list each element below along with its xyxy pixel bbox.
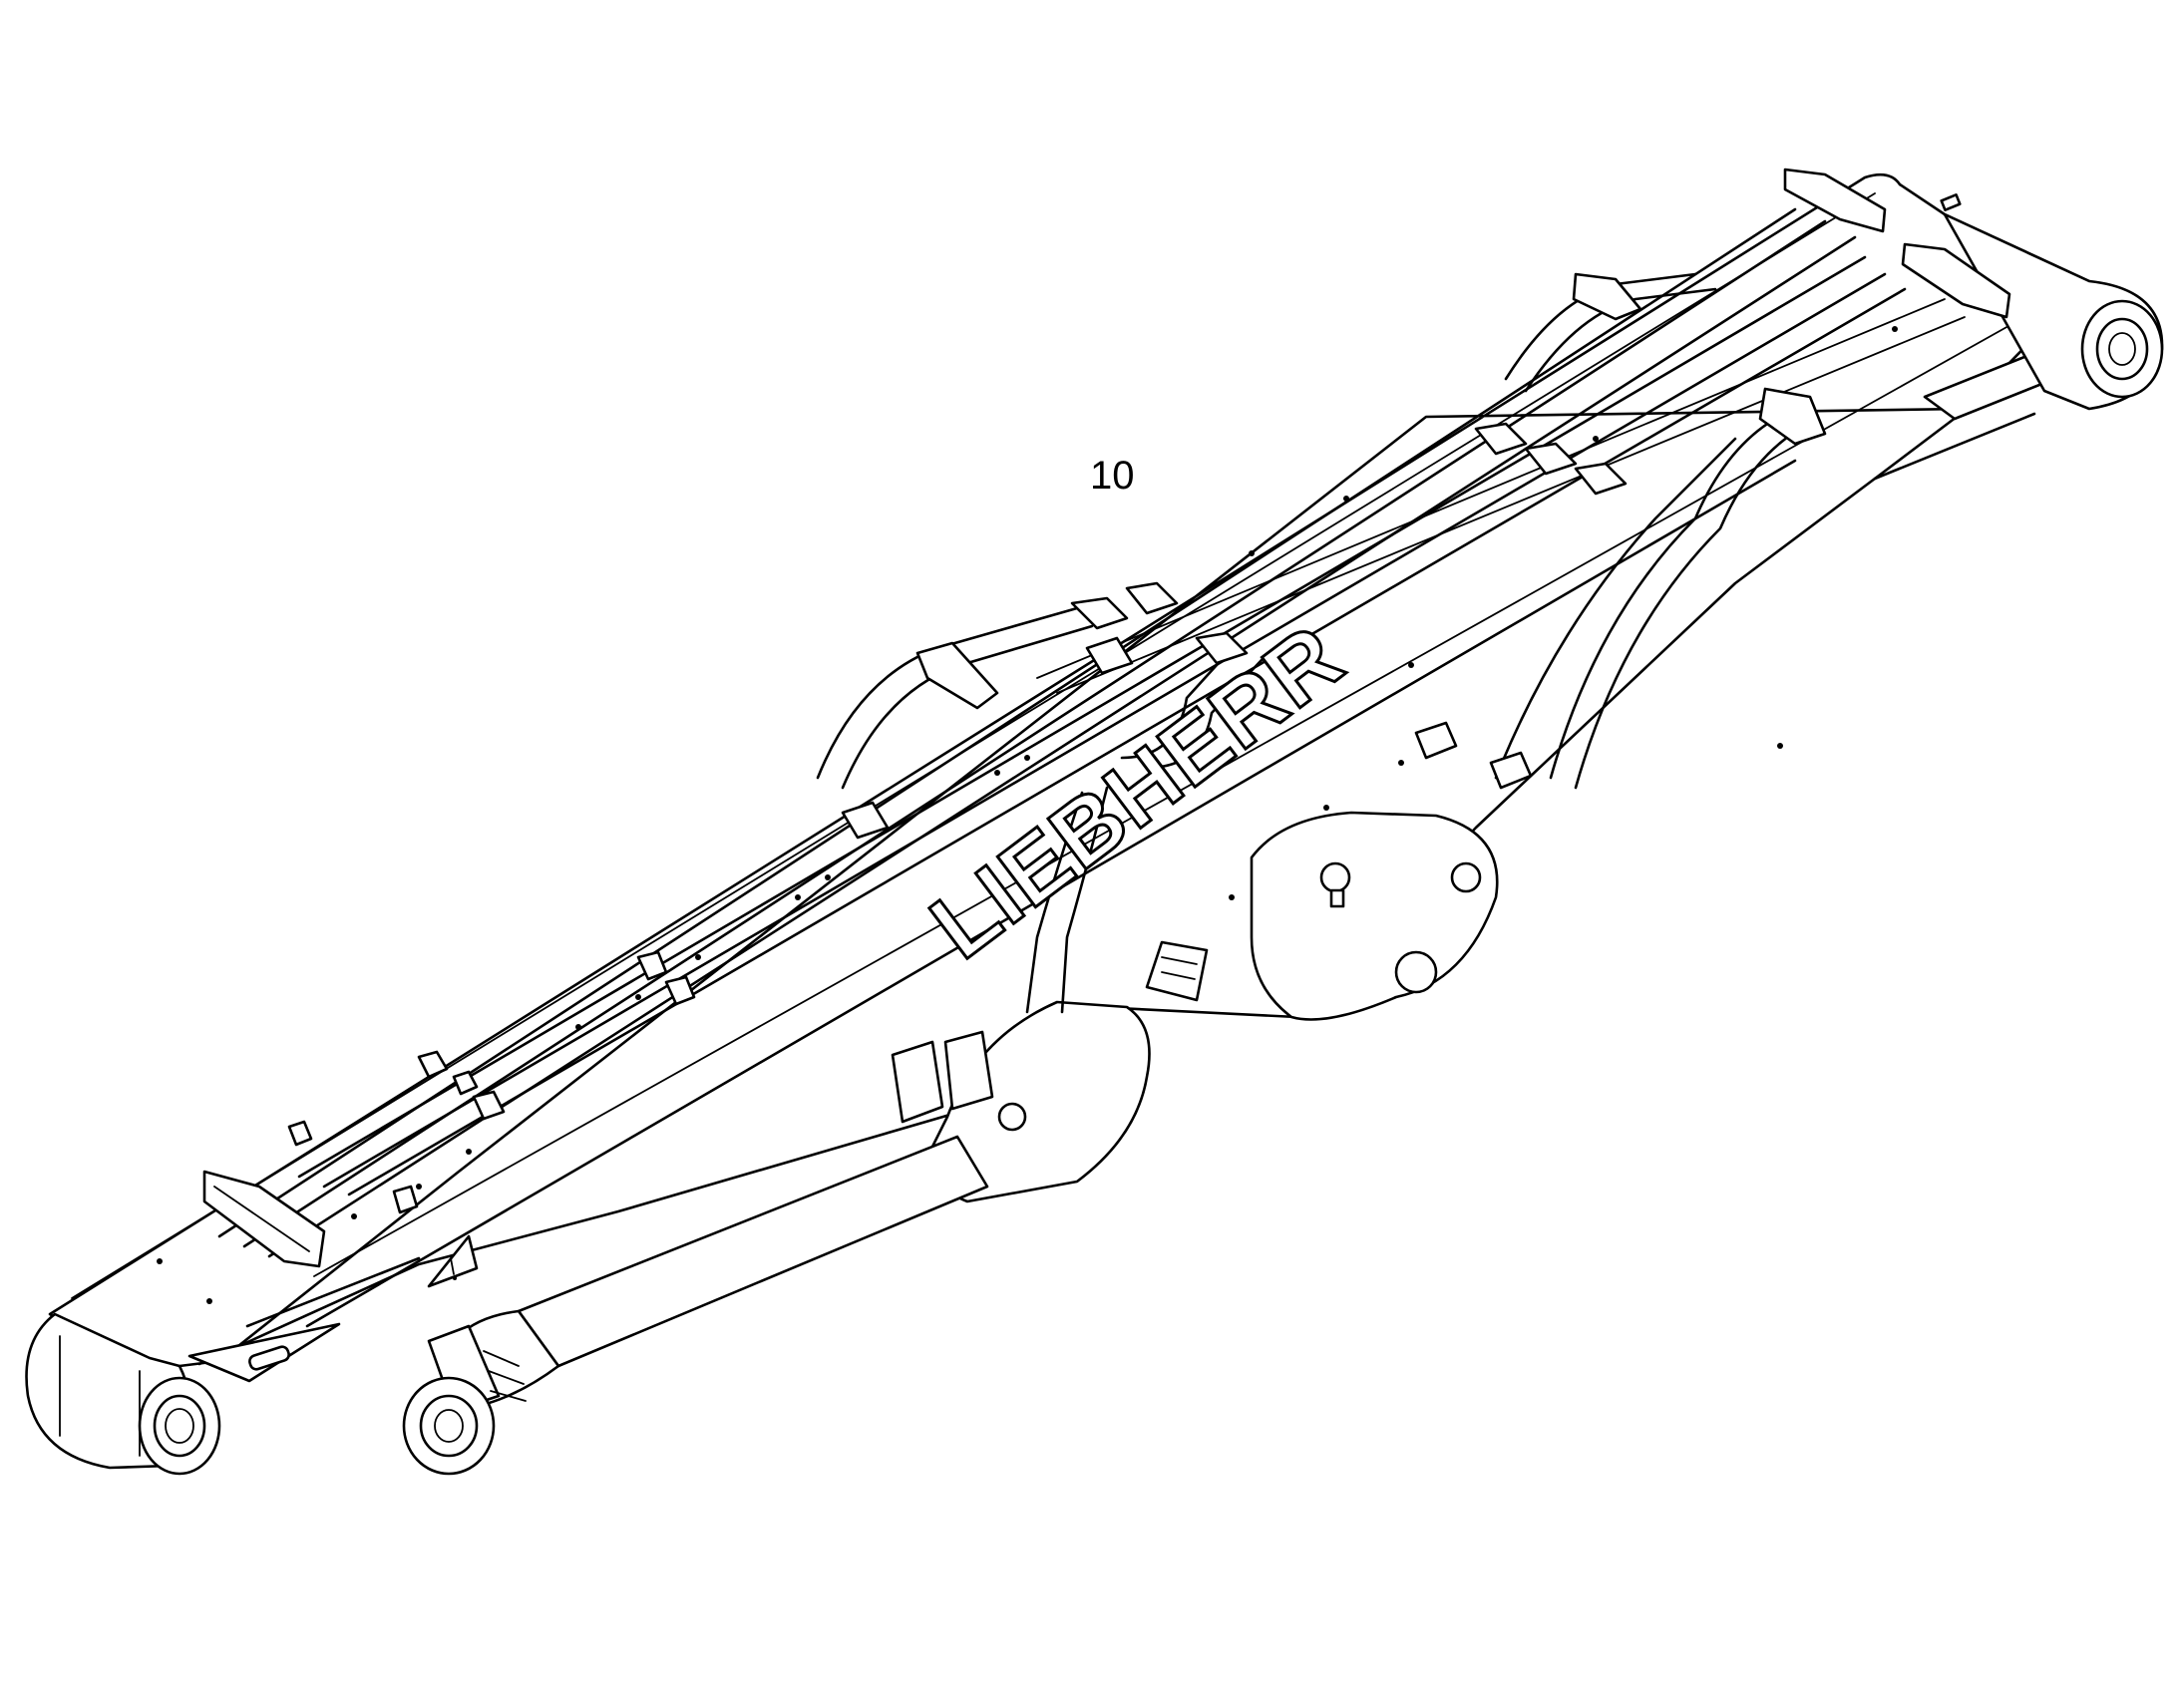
front-pin-boss — [25, 1312, 290, 1476]
position-number-label: 10 — [1090, 454, 1135, 498]
warning-triangle-icon — [427, 1234, 479, 1288]
bolt-marks — [157, 326, 1898, 1304]
cylinder-mount-bracket — [1250, 811, 1499, 1021]
rear-pin-boss — [1940, 193, 2164, 411]
hydraulic-cylinder — [402, 1135, 989, 1476]
hose-clamps — [202, 168, 2011, 1268]
